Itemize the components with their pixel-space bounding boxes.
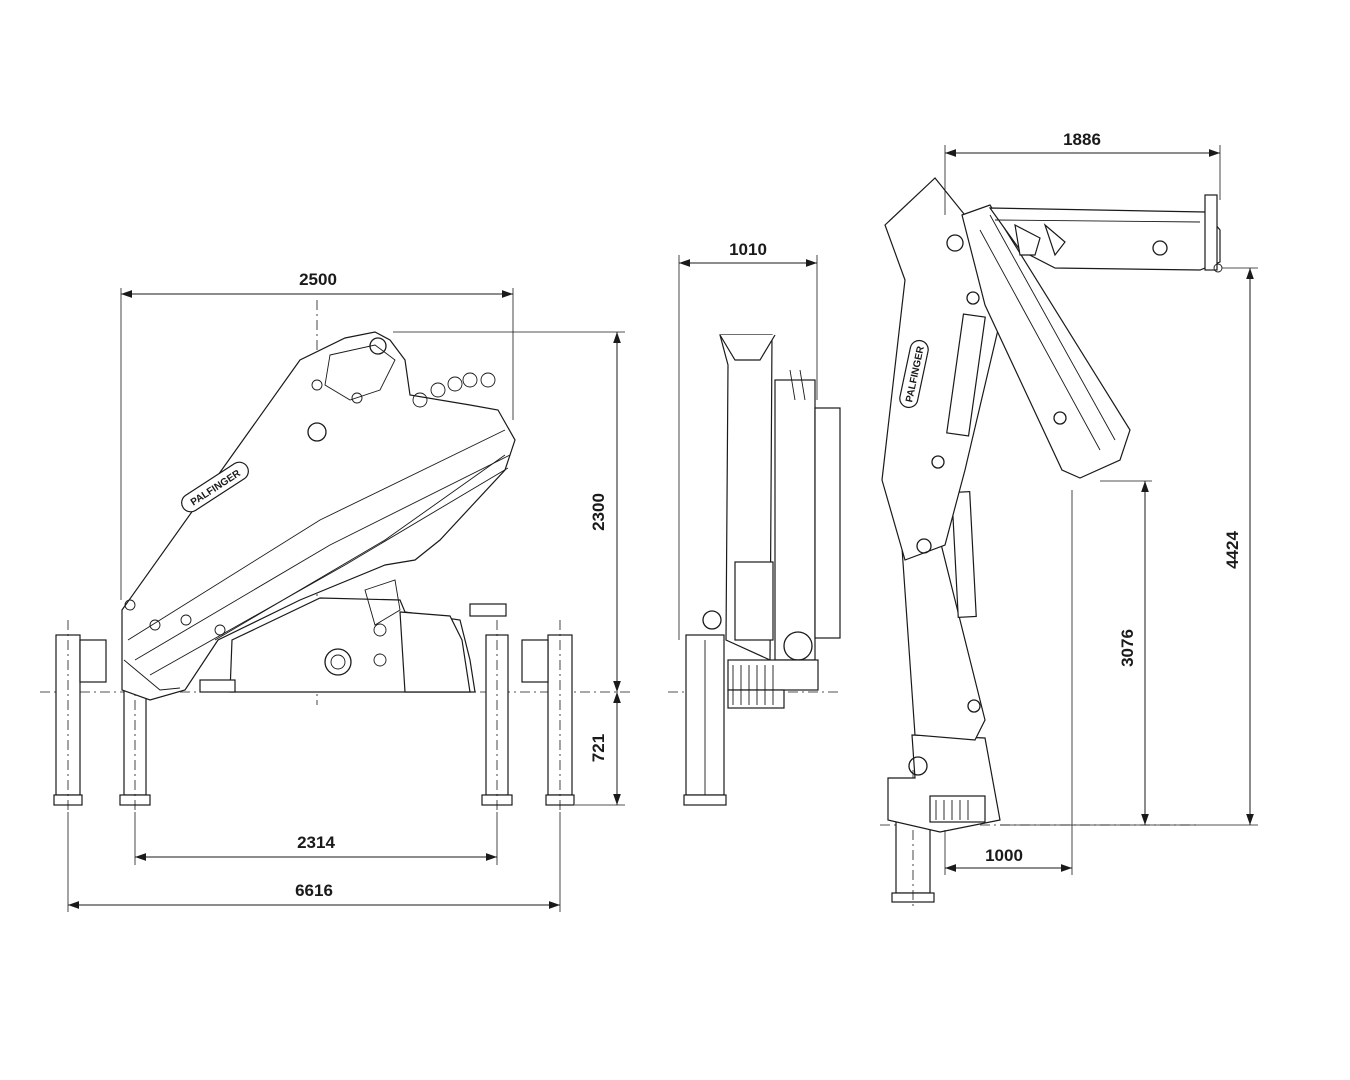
dim-2500: 2500 — [120, 270, 514, 600]
ext-top-boom — [988, 194, 1223, 273]
front-view: 1010 — [668, 240, 841, 806]
dim-label-721: 721 — [589, 734, 608, 762]
dim-1010: 1010 — [678, 240, 818, 640]
front-column — [702, 334, 841, 709]
dim-2300: 2300 — [393, 331, 625, 692]
dim-label-4424: 4424 — [1223, 531, 1242, 569]
dim-1000: 1000 — [944, 490, 1073, 875]
boom-folded: PALFINGER — [121, 331, 516, 701]
dim-label-1010: 1010 — [729, 240, 767, 259]
dim-4424: 4424 — [1000, 267, 1258, 826]
dim-label-3076: 3076 — [1118, 629, 1137, 667]
front-outrigger — [683, 634, 727, 806]
ext-knuckle-boom — [961, 204, 1131, 479]
dim-label-2314: 2314 — [297, 833, 335, 852]
dim-label-2300: 2300 — [589, 493, 608, 531]
dim-label-6616: 6616 — [295, 881, 333, 900]
dim-label-1000: 1000 — [985, 846, 1023, 865]
outrigger-right — [469, 603, 575, 812]
dim-3076: 3076 — [1100, 480, 1152, 825]
side-view-extended: PALFINGER 1886 — [880, 130, 1258, 910]
side-view-folded: PALFINGER 2500 2300 721 2314 — [40, 270, 630, 912]
dim-2314: 2314 — [134, 812, 498, 865]
dim-721: 721 — [575, 692, 625, 806]
dim-6616: 6616 — [67, 812, 561, 912]
crane-base — [199, 597, 476, 693]
ext-base — [887, 734, 1001, 833]
dim-label-1886: 1886 — [1063, 130, 1101, 149]
ext-column — [901, 490, 986, 741]
dim-1886: 1886 — [944, 130, 1221, 215]
dim-label-2500: 2500 — [299, 270, 337, 289]
ext-main-boom: PALFINGER — [881, 177, 1006, 561]
